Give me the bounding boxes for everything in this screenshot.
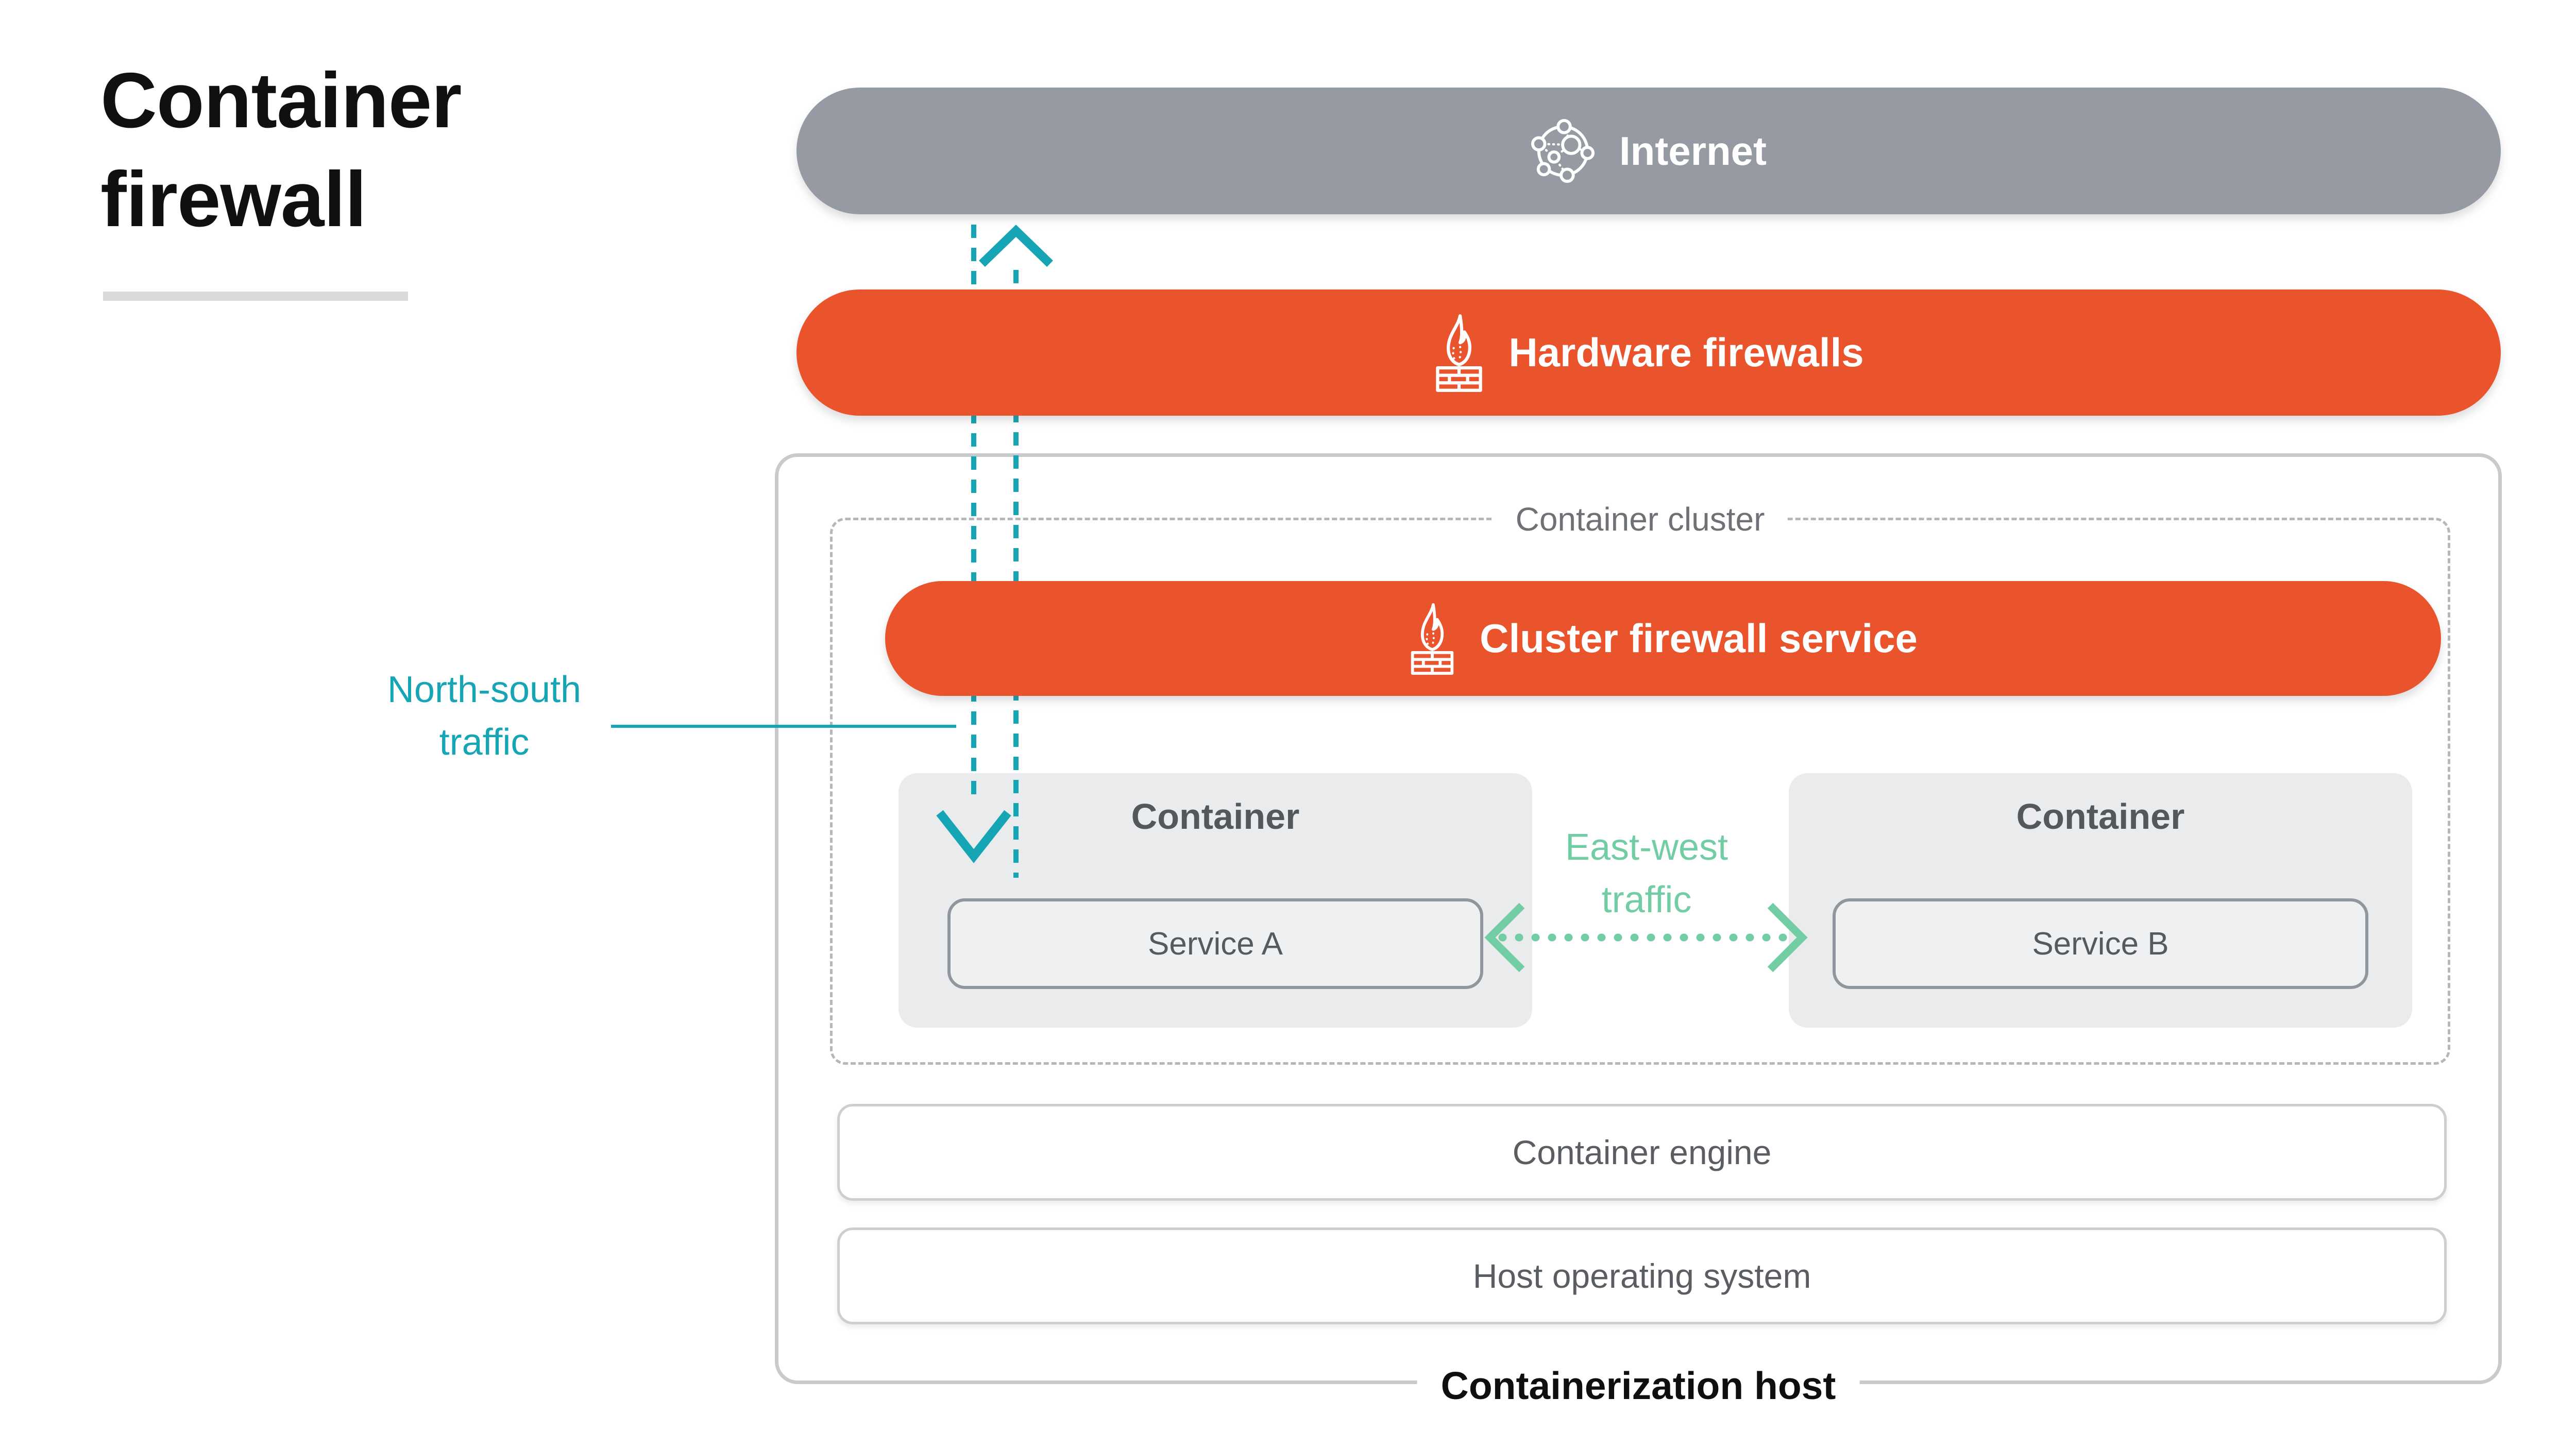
container-cluster-box: Container cluster (830, 500, 2450, 1065)
cluster-firewall-service-node: Cluster firewall service (885, 581, 2441, 696)
globe-network-icon (1531, 118, 1595, 183)
hardware-firewalls-node: Hardware firewalls (796, 289, 2501, 416)
service-a-label: Service A (1148, 926, 1283, 962)
service-b-label: Service B (2032, 926, 2169, 962)
container-engine-label: Container engine (1512, 1133, 1772, 1171)
arrowhead-up-icon (979, 225, 1053, 267)
page-title: Container firewall (100, 57, 462, 243)
container-b-box: Container Service B (1789, 773, 2412, 1028)
containerization-host-box: Container cluster (775, 453, 2502, 1409)
internet-label: Internet (1619, 128, 1767, 174)
internet-node: Internet (796, 88, 2501, 214)
flame-brick-wall-icon (1411, 603, 1454, 675)
container-b-heading: Container (2016, 796, 2185, 837)
hardware-firewalls-label: Hardware firewalls (1509, 330, 1864, 375)
container-cluster-label: Container cluster (1494, 500, 1787, 539)
container-a-heading: Container (1131, 796, 1300, 837)
container-a-box: Container Service A (899, 773, 1532, 1028)
cluster-firewall-service-label: Cluster firewall service (1480, 616, 1918, 661)
container-engine-node: Container engine (837, 1104, 2447, 1201)
containerization-host-label: Containerization host (1417, 1362, 1860, 1409)
east-west-traffic-label: East-west traffic (1565, 827, 1728, 921)
host-operating-system-node: Host operating system (837, 1228, 2447, 1324)
title-divider (103, 292, 408, 301)
service-a-box: Service A (947, 898, 1483, 989)
service-b-box: Service B (1833, 898, 2368, 989)
host-operating-system-label: Host operating system (1472, 1257, 1811, 1295)
north-south-traffic-label: North-south traffic (387, 669, 582, 763)
flame-brick-wall-icon (1436, 314, 1483, 392)
